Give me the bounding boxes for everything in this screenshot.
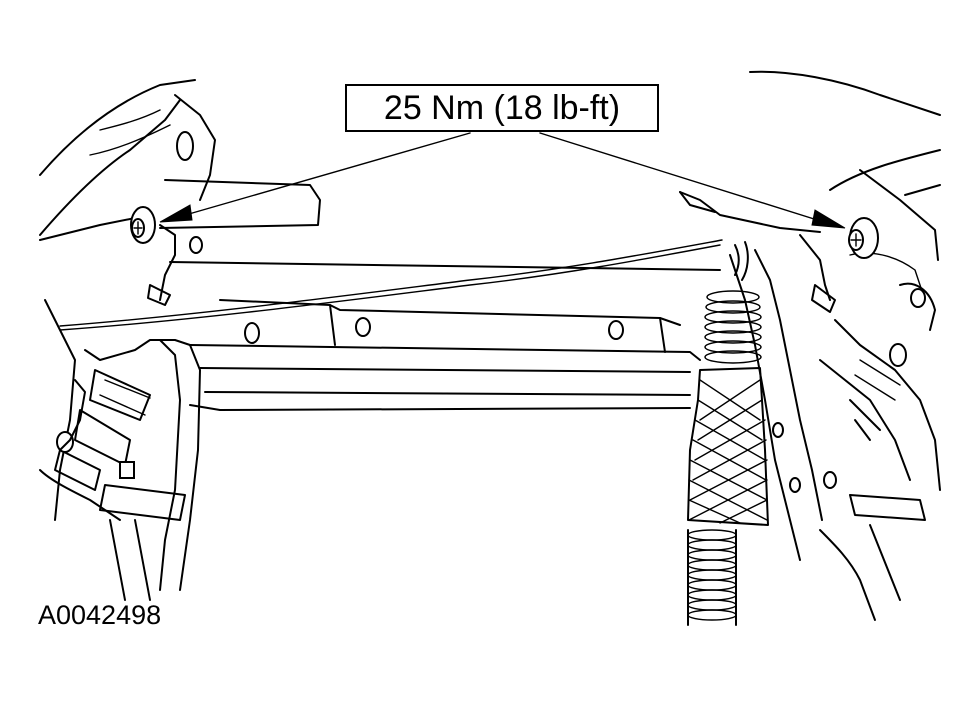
torque-callout: 25 Nm (18 lb-ft) xyxy=(345,84,659,132)
spring-sleeve-assembly xyxy=(687,241,769,626)
leader-lines xyxy=(159,132,846,229)
seat-frame-cross-member xyxy=(59,239,723,411)
left-nut-bracket xyxy=(130,206,203,306)
left-seat-track xyxy=(39,299,201,601)
torque-label: 25 Nm (18 lb-ft) xyxy=(383,88,621,127)
right-nut-bracket xyxy=(799,217,879,313)
figure-id: A0042498 xyxy=(38,600,162,630)
right-body-panel xyxy=(679,70,941,331)
left-body-panel xyxy=(39,79,321,241)
right-seat-track xyxy=(729,249,941,621)
